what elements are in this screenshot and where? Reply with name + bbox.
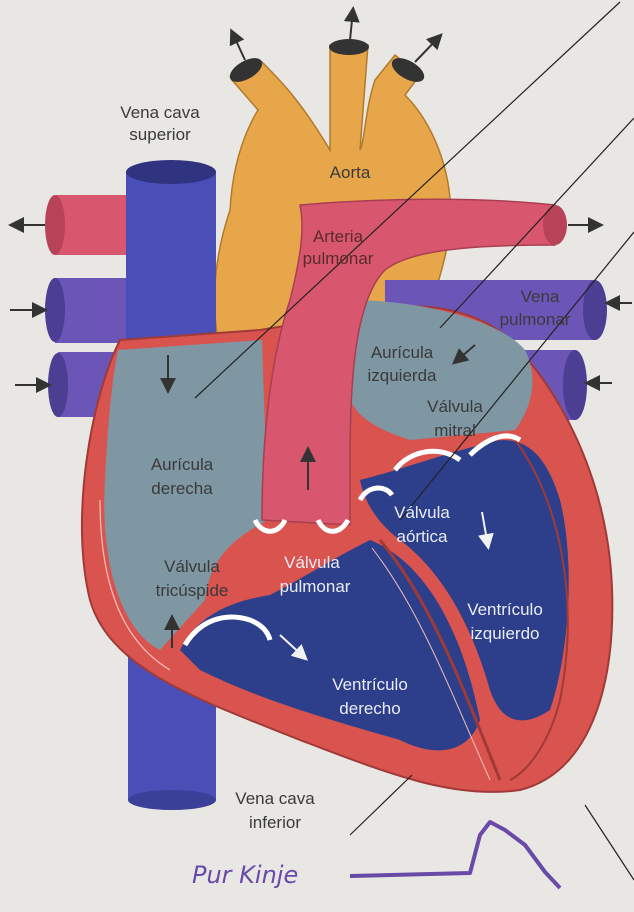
label-ventriculo-izquierdo-2: izquierdo xyxy=(471,624,540,643)
label-aorta: Aorta xyxy=(330,163,371,182)
label-vena-pulmonar-2: pulmonar xyxy=(500,310,571,329)
label-valvula-aortica-2: aórtica xyxy=(396,527,448,546)
label-auricula-derecha-1: Aurícula xyxy=(151,455,214,474)
arrow-aorta-right xyxy=(415,36,440,62)
label-auricula-derecha-2: derecha xyxy=(151,479,213,498)
label-valvula-mitral-2: mitral xyxy=(434,421,476,440)
label-valvula-aortica-1: Válvula xyxy=(394,503,450,522)
arrow-aorta-middle xyxy=(350,10,353,40)
label-vena-cava-superior-2: superior xyxy=(129,125,191,144)
inferior-vena-cava-end xyxy=(128,790,216,810)
left-vein-lower-end xyxy=(48,353,68,417)
label-valvula-tricuspide-1: Válvula xyxy=(164,557,220,576)
right-pulmonary-artery-branch-end xyxy=(45,195,65,255)
handwritten-annotation: Pur Kinje xyxy=(192,861,298,889)
label-vena-pulmonar-1: Vena xyxy=(521,287,560,306)
pulmonary-vein-upper-end xyxy=(583,280,607,340)
pointer-line-4 xyxy=(350,775,412,835)
label-valvula-pulmonar-1: Válvula xyxy=(284,553,340,572)
aorta-branch-end-middle xyxy=(329,39,369,55)
handwritten-waveform xyxy=(350,822,560,888)
label-arteria-pulmonar-2: pulmonar xyxy=(303,249,374,268)
label-ventriculo-derecho-2: derecho xyxy=(339,699,400,718)
arrow-aorta-left xyxy=(232,32,245,60)
label-ventriculo-izquierdo-1: Ventrículo xyxy=(467,600,543,619)
label-valvula-tricuspide-2: tricúspide xyxy=(156,581,229,600)
pointer-line-5 xyxy=(585,805,634,880)
pulmonary-artery-branch-end xyxy=(543,205,567,245)
label-valvula-mitral-1: Válvula xyxy=(427,397,483,416)
label-ventriculo-derecho-1: Ventrículo xyxy=(332,675,408,694)
label-auricula-izquierda-2: izquierda xyxy=(368,366,438,385)
label-vena-cava-superior-1: Vena cava xyxy=(120,103,200,122)
label-arteria-pulmonar-1: Arteria xyxy=(313,227,364,246)
superior-vena-cava-top xyxy=(126,160,216,184)
label-vena-cava-inferior-1: Vena cava xyxy=(235,789,315,808)
pulmonary-vein-lower-end xyxy=(563,350,587,420)
label-vena-cava-inferior-2: inferior xyxy=(249,813,301,832)
label-auricula-izquierda-1: Aurícula xyxy=(371,343,434,362)
left-vein-upper-end xyxy=(45,278,65,342)
label-valvula-pulmonar-2: pulmonar xyxy=(280,577,351,596)
